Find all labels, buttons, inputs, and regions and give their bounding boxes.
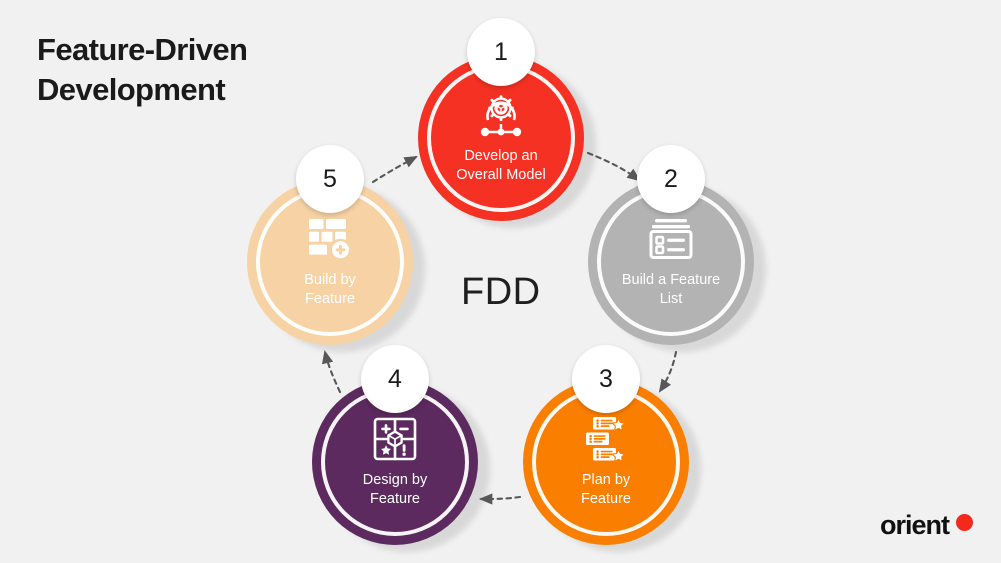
step-2-label: Build a Feature List [621,272,721,307]
step-5-label: Build by Feature [304,272,356,307]
checklist-card-icon [588,213,754,265]
step-2-number-badge[interactable]: 2 [637,145,705,213]
step-5-number-badge[interactable]: 5 [296,145,364,213]
brand-logo: orient [880,510,973,541]
gear-cube-network-icon [418,89,584,141]
logo-text: orient [879,510,950,540]
page-title: Feature-Driven Development [37,32,248,107]
logo-dot-icon [956,514,973,531]
connector-2-to-3 [658,350,678,393]
blocks-plus-icon [247,213,413,265]
connector-4-to-5 [322,349,342,394]
step-1-number-badge[interactable]: 1 [467,18,535,86]
step-3-number-badge[interactable]: 3 [572,345,640,413]
center-label: FDD [461,271,541,313]
step-node-4[interactable]: Design by Feature [312,379,478,545]
step-4-number-badge[interactable]: 4 [361,345,429,413]
grid-cube-attributes-icon [312,413,478,465]
connector-5-to-1 [371,155,418,184]
connector-3-to-4 [478,493,522,505]
step-1-label: Develop an Overall Model [456,148,546,183]
connector-1-to-2 [586,151,641,182]
step-4-label: Design by Feature [362,472,428,507]
stacked-cards-star-icon [523,413,689,465]
step-3-label: Plan by Feature [581,472,631,507]
